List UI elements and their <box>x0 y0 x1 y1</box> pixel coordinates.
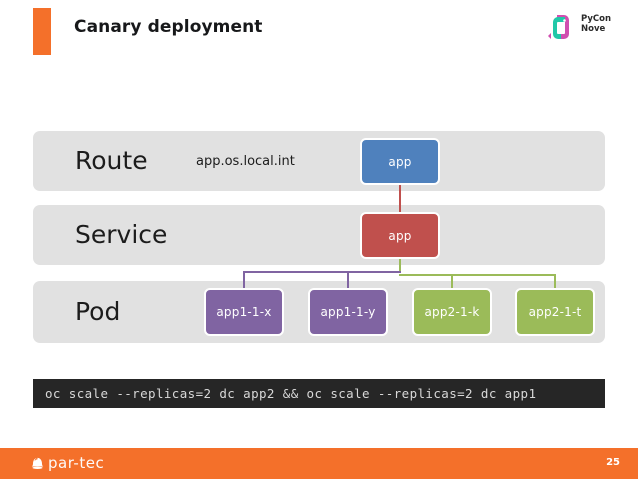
pycon-logo-text: PyCon Nove <box>581 14 611 34</box>
route-hostname: app.os.local.int <box>196 154 295 169</box>
pycon-nove-logo: PyCon Nove <box>545 11 625 45</box>
pod-node-app2-1-t[interactable]: app2-1-t <box>515 288 595 336</box>
service-node-app[interactable]: app <box>360 212 440 259</box>
connector-drop-pod-3 <box>451 274 453 288</box>
pod-node-app1-1-x[interactable]: app1-1-x <box>204 288 284 336</box>
slide-header: Canary deployment PyCon Nove <box>0 0 638 60</box>
connector-drop-pod-4 <box>554 274 556 288</box>
pod-node-app2-1-k[interactable]: app2-1-k <box>412 288 492 336</box>
connector-drop-pod-2 <box>347 271 349 288</box>
layer-label-pod: Pod <box>75 297 121 326</box>
title-accent-bar <box>33 8 51 55</box>
pycon-snake-icon <box>548 15 569 39</box>
connector-route-to-service <box>399 185 401 212</box>
connector-service-trunk <box>399 259 401 272</box>
connector-drop-pod-1 <box>243 271 245 288</box>
pod-node-app1-1-y[interactable]: app1-1-y <box>308 288 388 336</box>
par-tec-bell-icon <box>31 457 44 469</box>
layer-label-route: Route <box>75 146 148 175</box>
route-node-app[interactable]: app <box>360 138 440 185</box>
layer-row-route: Route app.os.local.int <box>33 131 605 191</box>
page-title: Canary deployment <box>74 17 263 37</box>
pycon-logo-line1: PyCon <box>581 14 612 24</box>
slide-footer: par-tec 25 <box>0 448 638 479</box>
page-number: 25 <box>606 457 620 468</box>
connector-bus-app1 <box>243 271 401 273</box>
layer-label-service: Service <box>75 220 168 249</box>
pycon-logo-line2: Nove <box>581 24 606 34</box>
layer-row-service: Service <box>33 205 605 265</box>
par-tec-wordmark: par-tec <box>48 454 105 472</box>
command-bar: oc scale --replicas=2 dc app2 && oc scal… <box>33 379 605 408</box>
par-tec-logo: par-tec <box>30 454 104 472</box>
connector-bus-app2 <box>399 274 555 276</box>
command-text: oc scale --replicas=2 dc app2 && oc scal… <box>45 386 537 401</box>
